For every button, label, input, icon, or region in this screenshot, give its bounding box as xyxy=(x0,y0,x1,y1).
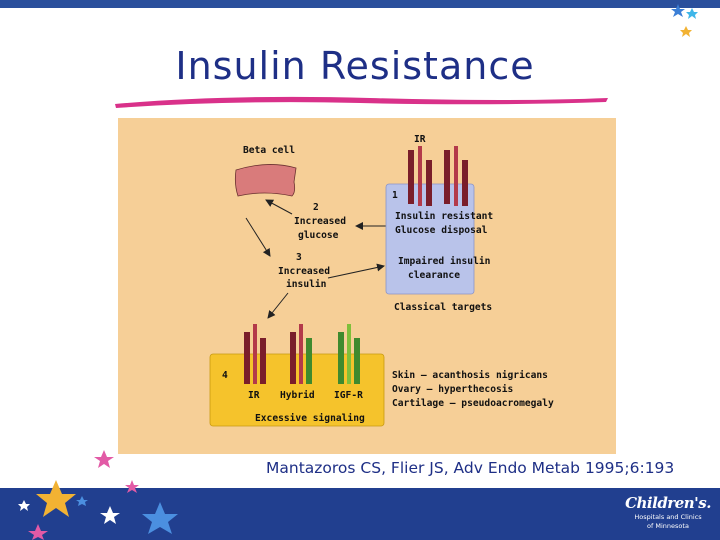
slide-title: Insulin Resistance xyxy=(175,44,535,88)
ir-receptor-top xyxy=(408,146,468,206)
target-ovary: Ovary — hyperthecosis xyxy=(392,383,513,395)
beta-cell-label: Beta cell xyxy=(243,145,295,156)
signaling-caption: Excessive signaling xyxy=(255,412,365,424)
receptor-label-hybrid: Hybrid xyxy=(280,389,315,401)
step-3-line2: insulin xyxy=(286,278,327,290)
star-icon xyxy=(36,480,76,517)
star-icon xyxy=(671,4,685,17)
step-2-line2: glucose xyxy=(298,230,339,241)
beta-cell-shape xyxy=(234,164,297,197)
title-underline xyxy=(115,96,608,108)
star-icon xyxy=(18,500,30,511)
logo-subline-2: of Minnesota xyxy=(647,522,689,530)
star-icon xyxy=(94,450,114,468)
logo-subline-1: Hospitals and Clinics xyxy=(634,513,702,521)
step-3-number: 3 xyxy=(296,252,302,263)
insulin-resistance-diagram: Beta cell 2 Increased glucose 3 Increase… xyxy=(118,118,616,454)
signaling-box-number: 4 xyxy=(222,370,228,381)
arrow-glucose-to-insulin xyxy=(245,217,271,257)
classical-box-line2: Glucose disposal xyxy=(395,224,488,236)
target-cartilage: Cartilage — pseudoacromegaly xyxy=(392,397,554,409)
hybrid-receptor xyxy=(290,324,312,384)
ir-top-label: IR xyxy=(414,134,426,145)
star-icon xyxy=(125,480,139,493)
star-cluster-bottom xyxy=(18,450,178,540)
step-2-line1: Increased xyxy=(294,216,346,227)
ir-receptor-bottom xyxy=(244,324,266,384)
footer-bar xyxy=(0,488,720,540)
star-icon xyxy=(76,496,88,506)
star-icon xyxy=(142,502,178,534)
classical-box-line3: Impaired insulin xyxy=(398,255,491,267)
receptor-label-igf-r: IGF-R xyxy=(334,390,363,401)
target-skin: Skin — acanthosis nigricans xyxy=(392,369,548,381)
star-icon xyxy=(680,26,692,37)
diagram-canvas: Beta cell 2 Increased glucose 3 Increase… xyxy=(209,134,554,427)
citation: Mantazoros CS, Flier JS, Adv Endo Metab … xyxy=(266,459,675,477)
star-cluster-top xyxy=(671,4,698,37)
classical-box-number: 1 xyxy=(392,190,398,201)
childrens-logo: Children's. Hospitals and Clinics of Min… xyxy=(622,494,714,530)
step-3-line1: Increased xyxy=(278,266,330,277)
receptor-label-ir: IR xyxy=(248,390,260,401)
top-bar xyxy=(0,0,720,8)
arrow-insulin-to-signaling xyxy=(267,292,289,319)
arrow-insulin-to-clearance xyxy=(327,263,385,279)
classical-targets-caption: Classical targets xyxy=(394,301,492,313)
star-icon xyxy=(686,8,698,19)
star-icon xyxy=(28,524,48,540)
classical-box-line1: Insulin resistant xyxy=(395,210,493,222)
star-icon xyxy=(100,506,120,524)
step-2-number: 2 xyxy=(313,202,319,213)
igf-r-receptor xyxy=(338,324,360,384)
arrow-glucose-to-beta xyxy=(265,199,293,215)
classical-box-line4: clearance xyxy=(408,270,460,281)
logo-name: Children's. xyxy=(625,494,711,512)
